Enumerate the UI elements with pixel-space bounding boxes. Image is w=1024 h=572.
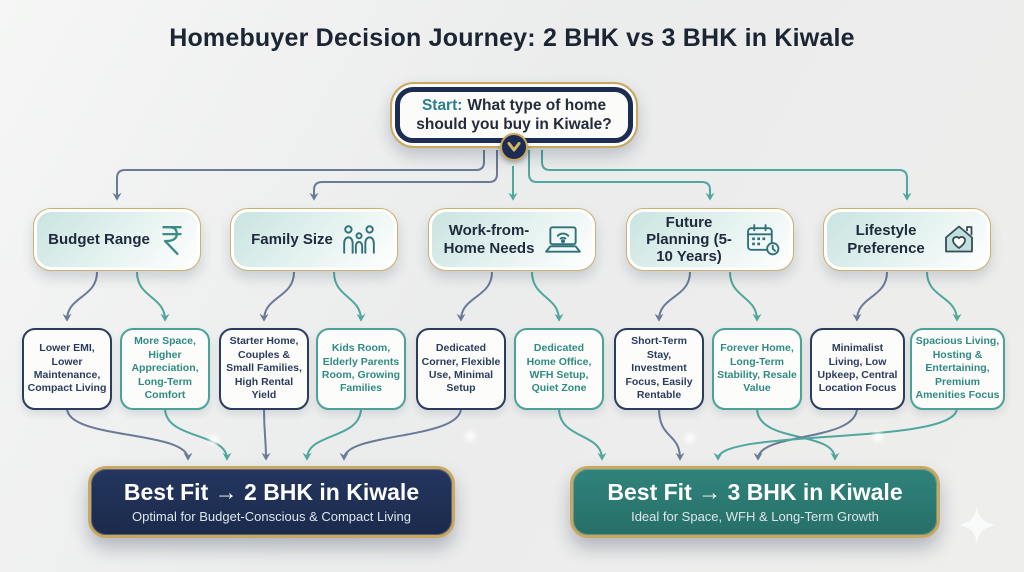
start-prefix: Start: — [421, 96, 463, 114]
option-budget-3bhk: More Space, Higher Appreciation, Long-Te… — [120, 328, 210, 410]
category-future-planning: Future Planning (5-10 Years) — [626, 208, 794, 271]
chevron-down-icon — [500, 133, 528, 161]
category-label: Family Size — [251, 230, 333, 248]
rupee-icon — [158, 224, 186, 256]
category-label: Future Planning (5-10 Years) — [646, 213, 732, 266]
laptop-wifi-icon — [544, 225, 582, 254]
result-2bhk: Best Fit → 2 BHK in Kiwale Optimal for B… — [88, 466, 455, 538]
category-label: Budget Range — [48, 230, 150, 248]
option-budget-2bhk: Lower EMI, Lower Maintenance, Compact Li… — [22, 328, 112, 410]
option-to-result-arrows — [66, 407, 958, 461]
category-lifestyle-preference: Lifestyle Preference — [823, 208, 991, 271]
start-question-text: What type of home should you buy in Kiwa… — [416, 96, 612, 133]
category-budget-range: Budget Range — [33, 208, 201, 271]
option-wfh-3bhk: Dedicated Home Office, WFH Setup, Quiet … — [514, 328, 604, 410]
start-to-category-arrows — [112, 150, 912, 201]
start-node: Start:What type of home should you buy i… — [390, 82, 638, 161]
result-2bhk-subtitle: Optimal for Budget-Conscious & Compact L… — [132, 508, 411, 524]
option-family-3bhk: Kids Room, Elderly Parents Room, Growing… — [316, 328, 406, 410]
option-future-3bhk: Forever Home, Long-Term Stability, Resal… — [712, 328, 802, 410]
calendar-clock-icon — [746, 223, 780, 256]
option-wfh-2bhk: Dedicated Corner, Flexible Use, Minimal … — [416, 328, 506, 410]
option-family-2bhk: Starter Home, Couples & Small Families, … — [219, 328, 309, 410]
family-icon — [341, 224, 377, 255]
page-title: Homebuyer Decision Journey: 2 BHK vs 3 B… — [169, 24, 855, 52]
category-wfh-needs: Work-from-Home Needs — [428, 208, 596, 271]
result-2bhk-title: Best Fit → 2 BHK in Kiwale — [123, 479, 420, 506]
option-lifestyle-2bhk: Minimalist Living, Low Upkeep, Central L… — [810, 328, 905, 410]
category-label: Lifestyle Preference — [847, 222, 925, 257]
glint-highlights — [209, 431, 883, 445]
house-heart-icon — [942, 223, 976, 256]
category-to-option-arrows — [62, 271, 962, 322]
category-family-size: Family Size — [230, 208, 398, 271]
option-lifestyle-3bhk: Spacious Living, Hosting & Entertaining,… — [910, 328, 1005, 410]
result-3bhk-subtitle: Ideal for Space, WFH & Long-Term Growth — [631, 508, 879, 524]
result-3bhk: Best Fit → 3 BHK in Kiwale Ideal for Spa… — [570, 466, 940, 538]
sparkle-icon — [955, 503, 999, 552]
result-3bhk-title: Best Fit → 3 BHK in Kiwale — [607, 479, 903, 506]
option-future-2bhk: Short-Term Stay, Investment Focus, Easil… — [614, 328, 704, 410]
category-label: Work-from-Home Needs — [443, 222, 535, 257]
